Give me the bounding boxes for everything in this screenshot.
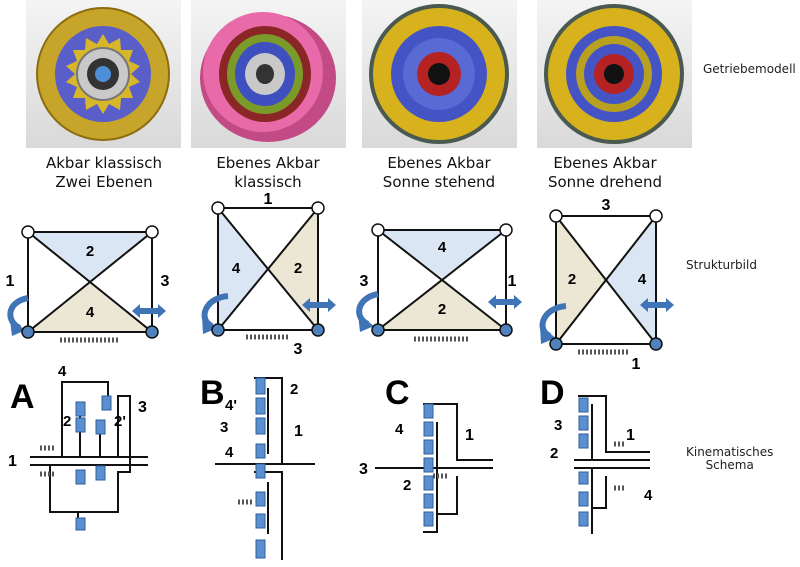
triangle-label-left: 2 <box>568 271 576 288</box>
triangle-label-bottom: 4 <box>86 304 95 321</box>
node-label-top: 3 <box>602 197 611 214</box>
node-label-bottom: 1 <box>632 356 641 373</box>
row-label-structure: Strukturbild <box>686 258 757 272</box>
structure-diagram-c: 4 2 3 1 <box>348 190 522 360</box>
scheme-letter: B <box>200 374 225 412</box>
kinematic-scheme-a: A 4 2 2' 3 1 <box>0 362 190 562</box>
kin-label: 4 <box>58 363 67 380</box>
kin-label: 3 <box>220 419 228 436</box>
scheme-letter: A <box>10 378 35 416</box>
kin-label: 2 <box>550 445 558 462</box>
kinematic-scheme-c: C 4 1 3 2 <box>355 364 545 564</box>
row-label-kinematic: Kinematisches Schema <box>686 445 774 472</box>
kin-label: 3 <box>359 461 368 478</box>
node-label-bottom: 3 <box>294 341 303 358</box>
triangle-label-top: 4 <box>438 239 447 256</box>
kin-label: 1 <box>465 427 474 444</box>
kinematic-scheme-d: D 3 1 2 4 <box>530 364 720 564</box>
kin-label: 2' <box>114 413 126 430</box>
triangle-label-right: 4 <box>638 271 647 288</box>
node-label-left: 3 <box>360 273 369 290</box>
kin-label: 1 <box>8 453 17 470</box>
triangle-label-right: 2 <box>294 260 302 277</box>
node-label-top: 1 <box>264 191 273 208</box>
structure-diagram-b: 1 4 2 3 <box>188 188 358 358</box>
triangle-label-left: 4 <box>232 260 241 277</box>
kin-label: 4 <box>644 487 653 504</box>
gear-model-photo-c <box>362 0 517 148</box>
kin-label: 3 <box>138 399 147 416</box>
row-label-model: Getriebemodell <box>703 62 796 76</box>
kin-label: 2 <box>403 477 411 494</box>
node-label-right: 1 <box>508 273 517 290</box>
kin-label: 2 <box>290 381 298 398</box>
kin-label: 4 <box>225 444 234 461</box>
kin-label: 3 <box>554 417 562 434</box>
structure-diagram-a: 2 4 1 3 <box>0 190 170 360</box>
kin-label: 1 <box>294 423 303 440</box>
structure-diagram-d: 3 2 4 1 <box>526 188 696 373</box>
kin-label: 4 <box>395 421 404 438</box>
node-label-right: 3 <box>161 273 170 290</box>
gear-model-photo-d <box>537 0 692 148</box>
scheme-letter: C <box>385 374 410 412</box>
kin-label: 4' <box>225 397 237 414</box>
triangle-label-bottom: 2 <box>438 301 446 318</box>
kinematic-scheme-b: B 4' 2 3 1 4 <box>190 364 380 564</box>
kin-label: 1 <box>626 427 635 444</box>
node-label-left: 1 <box>6 273 15 290</box>
scheme-letter: D <box>540 374 565 412</box>
kin-label: 2 <box>63 413 71 430</box>
gear-model-photo-b <box>191 0 346 148</box>
triangle-label-top: 2 <box>86 243 94 260</box>
gear-model-photo-a <box>26 0 181 148</box>
